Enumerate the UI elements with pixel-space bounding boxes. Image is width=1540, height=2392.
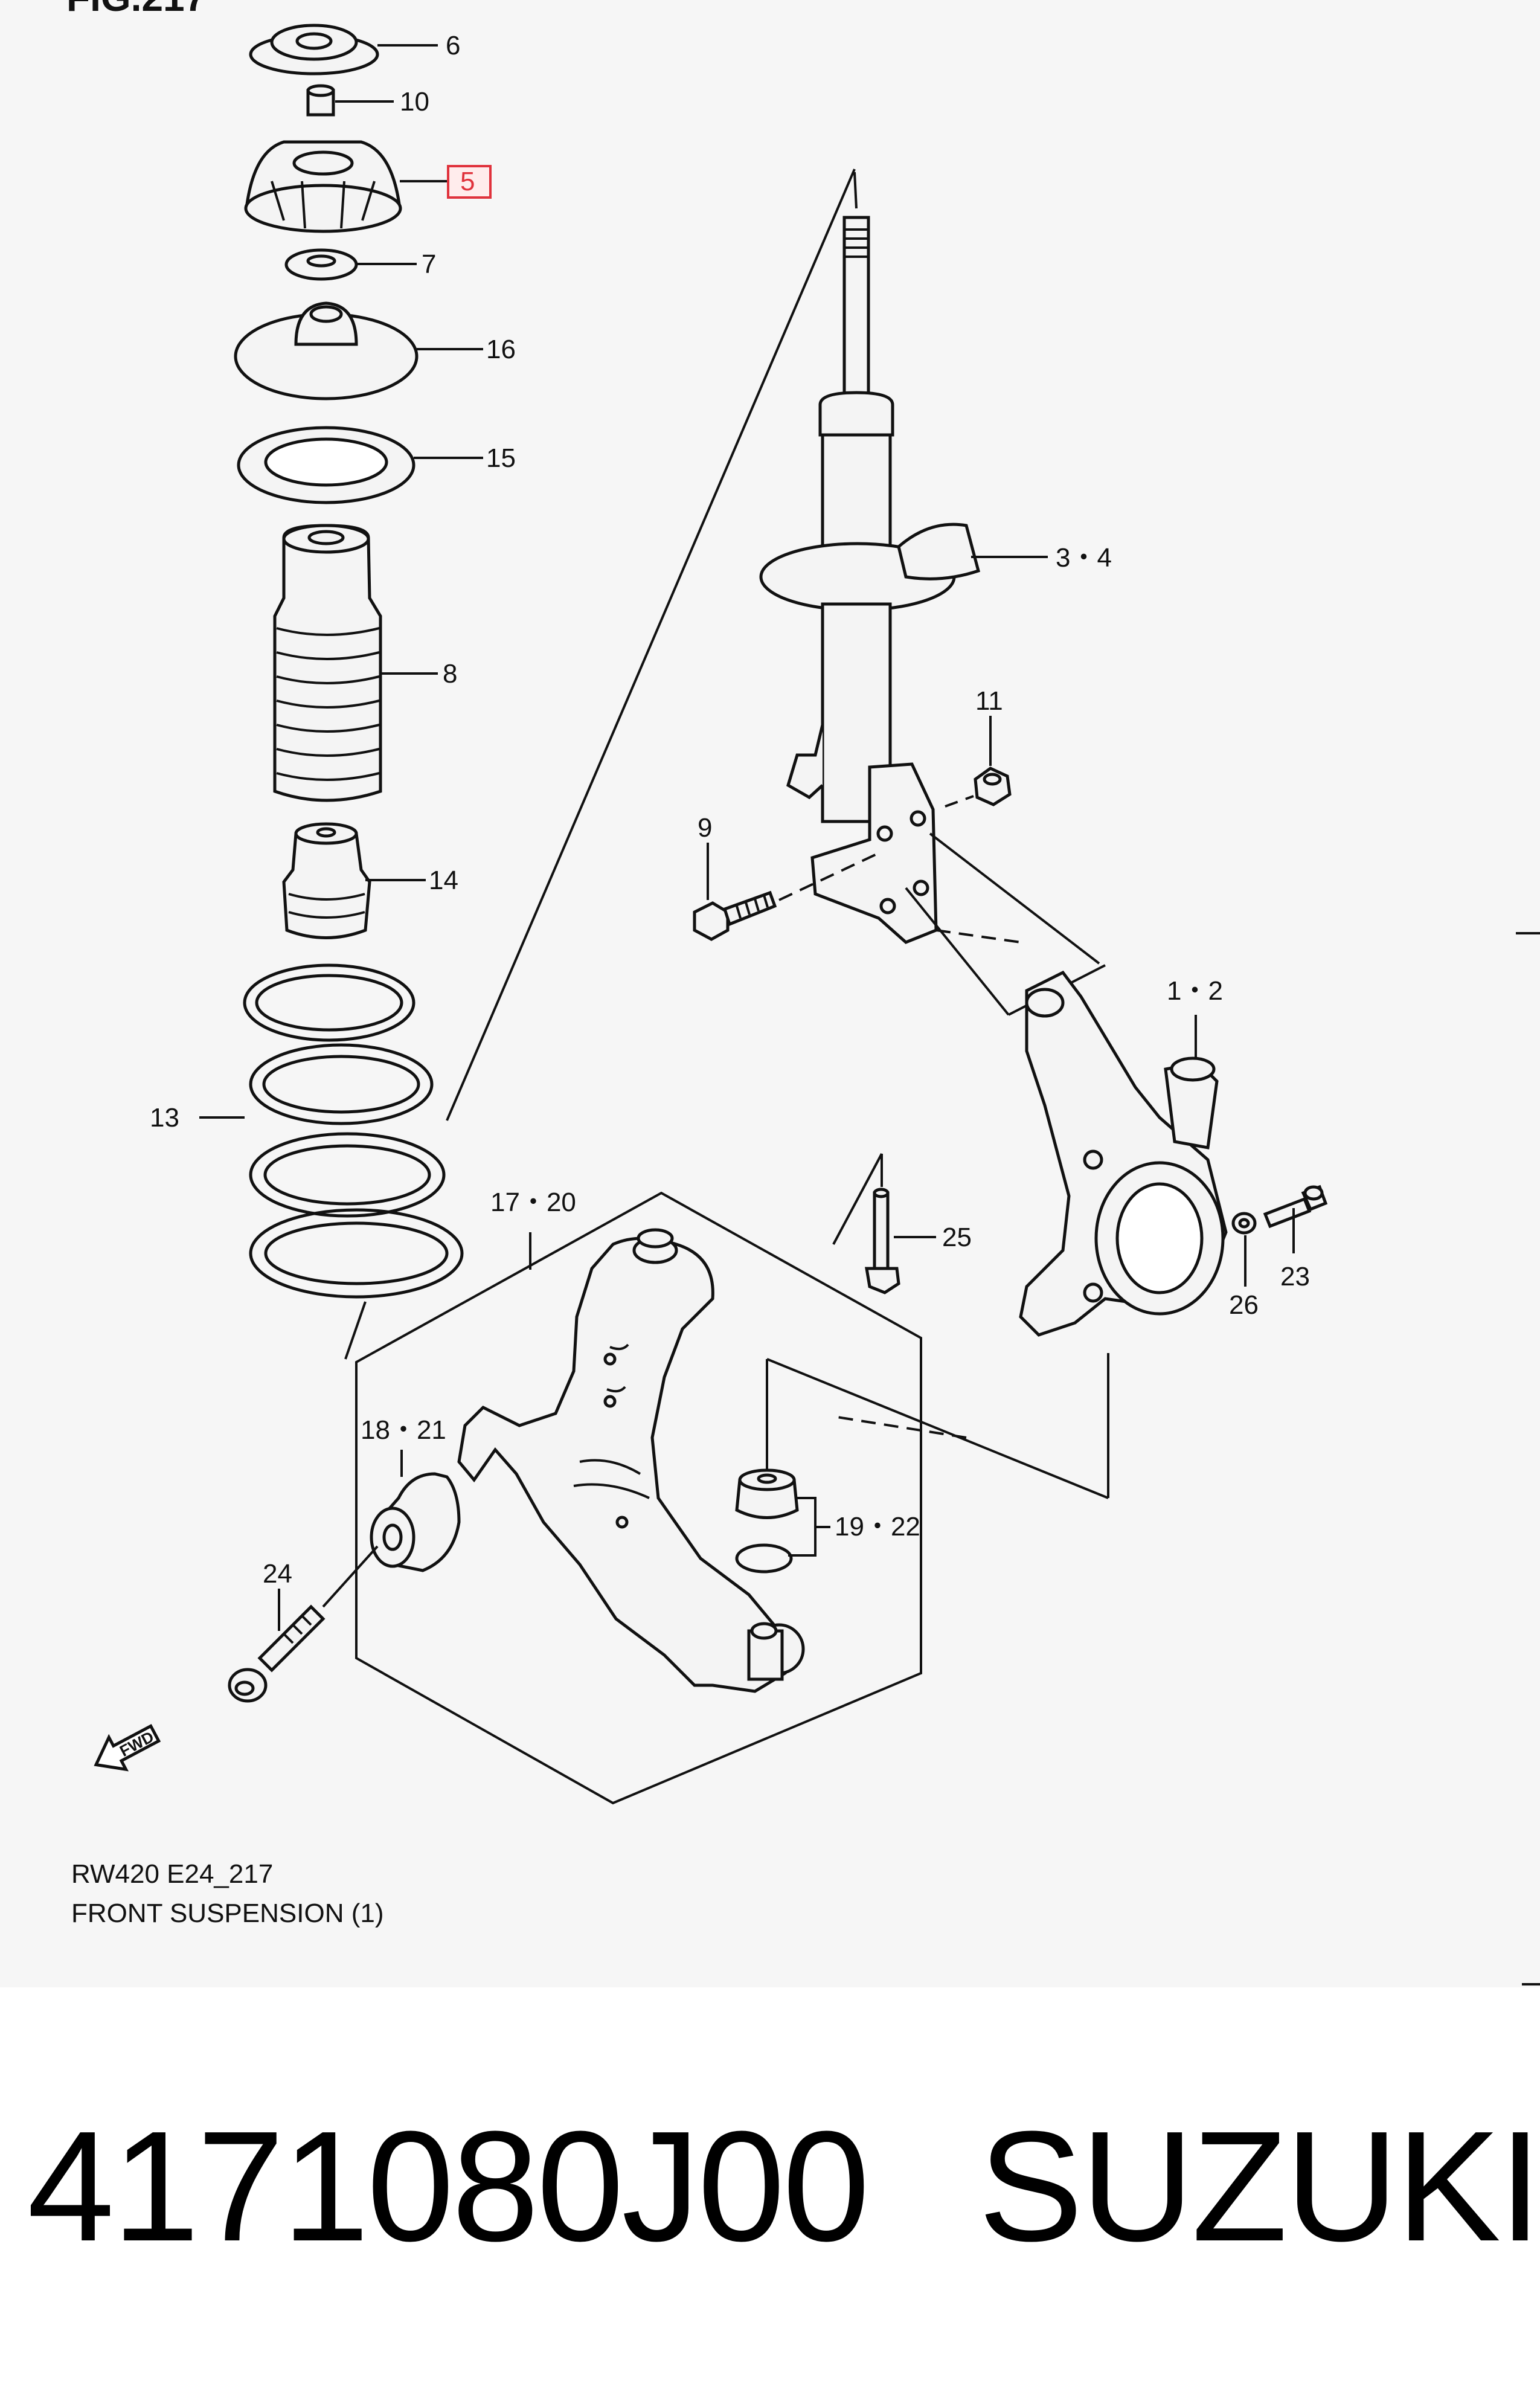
callout-10: 10 [400, 87, 429, 117]
part-13-coil-spring [243, 963, 464, 1299]
callout-13: 13 [150, 1103, 179, 1133]
part-25-bolt [865, 1188, 900, 1294]
part-5-upper-mount [244, 140, 402, 233]
control-arm-group-outline [355, 1191, 922, 1805]
fwd-arrow-icon: FWD [94, 1724, 161, 1772]
callout-14: 14 [429, 866, 458, 895]
part-18-21-bushing [370, 1472, 461, 1572]
callout-26: 26 [1229, 1290, 1259, 1320]
part-8-dust-boot [273, 524, 382, 802]
part-15-insulator [237, 426, 415, 504]
callout-7: 7 [422, 249, 436, 279]
callout-23: 23 [1280, 1262, 1310, 1291]
part-17-20-lower-control-arm [457, 1228, 805, 1693]
callout-5: 5 [460, 167, 475, 196]
callout-18-21: 18・21 [361, 1415, 446, 1445]
diagram-code: RW420 E24_217 [71, 1859, 274, 1889]
part-23-bolt [1263, 1185, 1328, 1229]
figure-label: FIG.217 [66, 0, 206, 19]
part-9-bolt [693, 890, 777, 941]
callout-17-20: 17・20 [490, 1188, 576, 1217]
callout-3-4: 3・4 [1056, 543, 1112, 573]
callout-8: 8 [443, 659, 457, 689]
part-number: 4171080J00 [27, 2099, 870, 2274]
part-3-4-strut-assembly [759, 216, 981, 944]
part-26-washer [1231, 1212, 1257, 1235]
part-1-2-steering-knuckle [1019, 970, 1228, 1337]
exploded-suspension-diagram: FIG.217 6 10 5 7 16 [66, 0, 1540, 1985]
diagram-title: FRONT SUSPENSION (1) [71, 1898, 384, 1928]
part-10-collar [306, 84, 335, 117]
callout-6: 6 [446, 31, 460, 60]
part-24-bolt [228, 1604, 326, 1703]
callout-24: 24 [263, 1559, 292, 1589]
part-7-washer [284, 248, 358, 281]
highlight-box [447, 165, 492, 199]
callout-16: 16 [486, 335, 516, 364]
part-14-bump-stop [282, 822, 371, 939]
callout-19-22: 19・22 [835, 1512, 920, 1542]
callout-25: 25 [942, 1223, 972, 1252]
callout-9: 9 [698, 813, 712, 843]
part-16-spring-seat [234, 301, 419, 400]
part-19-22-ball-joint-boot [735, 1468, 799, 1574]
callout-15: 15 [486, 443, 516, 473]
part-11-nut [974, 767, 1012, 806]
brand-name: SUZUKI [978, 2099, 1540, 2274]
part-6-strut-mount [249, 24, 379, 76]
callout-11: 11 [975, 686, 1003, 716]
callout-1-2: 1・2 [1167, 976, 1223, 1006]
guide-line-spring-strut [446, 169, 856, 1121]
